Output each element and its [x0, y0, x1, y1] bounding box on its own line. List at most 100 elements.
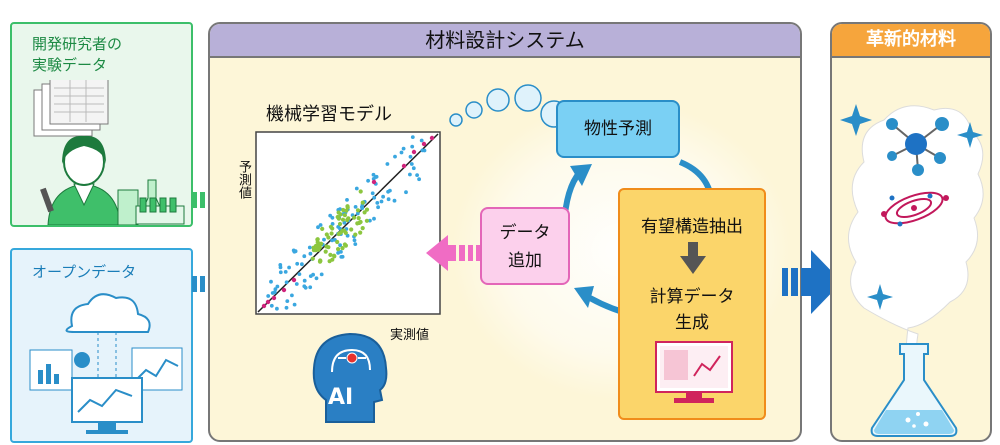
scatter-point [295, 261, 300, 266]
experimental-data-title: 開発研究者の 実験データ [32, 35, 123, 74]
scatter-point [342, 213, 347, 218]
researcher-illustration [33, 80, 185, 225]
scatter-point [421, 141, 427, 147]
scatter-point [372, 216, 376, 221]
innovative-materials-panel: 革新的材料 [830, 22, 992, 442]
scatter-point [419, 138, 424, 143]
scatter-point [392, 198, 397, 203]
scatter-point [379, 199, 384, 204]
galaxy-icon [881, 191, 949, 227]
scatter-point [385, 162, 390, 166]
scatter-point [283, 270, 288, 274]
scatter-point [329, 231, 334, 236]
scatter-point [355, 208, 361, 213]
scatter-point [284, 305, 289, 310]
beaker-icon [870, 343, 958, 437]
scatter-point [376, 205, 380, 210]
scatter-point [314, 276, 319, 281]
scatter-point [346, 216, 351, 221]
scatter-point [269, 303, 274, 308]
x-axis-label: 実測値 [390, 328, 430, 343]
scatter-point [362, 210, 367, 215]
scatter-point [410, 135, 415, 139]
scatter-point [375, 201, 380, 205]
scatter-point [354, 186, 359, 191]
ai-label: AI [328, 385, 353, 410]
material-illustration [840, 104, 984, 437]
right-panel-title: 革新的材料 [832, 24, 990, 58]
scatter-point [316, 225, 320, 230]
scatter-point [336, 225, 341, 229]
property-prediction-box: 物性予測 [556, 100, 680, 158]
scatter-point [381, 194, 385, 199]
generate-data-label: 計算データ 生成 [649, 287, 735, 333]
scatter-point [404, 190, 408, 195]
scatter-point [358, 219, 363, 225]
scatter-point [352, 238, 357, 243]
scatter-point [356, 216, 361, 221]
scatter-point [399, 150, 404, 155]
experimental-data-panel: 開発研究者の 実験データ [10, 22, 193, 227]
scatter-point [386, 189, 390, 194]
scatter-point [335, 239, 340, 245]
scatter-point [332, 253, 337, 258]
scatter-point [287, 265, 291, 270]
scatter-point [265, 299, 271, 305]
scatter-point [366, 178, 370, 183]
scatter-point [284, 280, 289, 285]
scatter-point [327, 259, 332, 264]
scatter-point [336, 231, 341, 237]
scatter-point [278, 265, 283, 270]
pink-arrow-icon [426, 235, 480, 271]
scatter-point [278, 270, 283, 275]
scatter-point [308, 251, 313, 256]
scatter-point [340, 217, 346, 222]
scatter-point [318, 223, 323, 227]
scatter-point [372, 195, 377, 200]
scatter-point [368, 218, 372, 223]
sparkle-icons [840, 104, 983, 310]
scatter-point [358, 189, 363, 194]
scatter-point [349, 227, 354, 232]
scatter-point [358, 230, 363, 235]
scatter-point [353, 242, 358, 246]
scatter-point [273, 287, 278, 292]
scatter-point [393, 154, 397, 159]
scatter-point [275, 306, 279, 311]
researcher-icon [40, 135, 121, 225]
scatter-point [291, 248, 296, 253]
open-data-title: オープンデータ [32, 263, 137, 281]
y-axis-label: 予測値 [236, 160, 251, 199]
scatter-point [386, 197, 391, 202]
scatter-point [417, 177, 421, 182]
scatter-point [330, 238, 334, 243]
scatter-point [420, 148, 425, 153]
scatter-point [322, 237, 326, 242]
scatter-point [345, 204, 350, 209]
scatter-point [308, 285, 313, 290]
molecule-icon [886, 117, 949, 176]
scatter-point [408, 154, 413, 159]
scatter-point [285, 299, 290, 303]
scatter-point [411, 166, 416, 171]
scatter-points [261, 135, 435, 311]
scatter-point [323, 249, 328, 254]
scatter-point [302, 254, 307, 259]
scatter-point [336, 216, 341, 221]
scatter-point [317, 243, 322, 248]
scatter-point [292, 302, 297, 307]
scatter-point [371, 179, 377, 185]
scatter-point [318, 258, 323, 263]
open-data-illustration [29, 293, 183, 434]
scatter-point [360, 206, 365, 210]
scatter-point [275, 284, 280, 289]
candidate-generation-box: 有望構造抽出 計算データ 生成 [618, 188, 766, 420]
scatter-point [340, 246, 345, 251]
scatter-point [410, 144, 415, 149]
scatter-point [371, 177, 376, 181]
scatter-point [415, 173, 419, 177]
scatter-point [337, 221, 343, 227]
extract-candidates-label: 有望構造抽出 [641, 217, 743, 237]
scatter-point [300, 262, 304, 267]
scatter-point [328, 224, 333, 229]
